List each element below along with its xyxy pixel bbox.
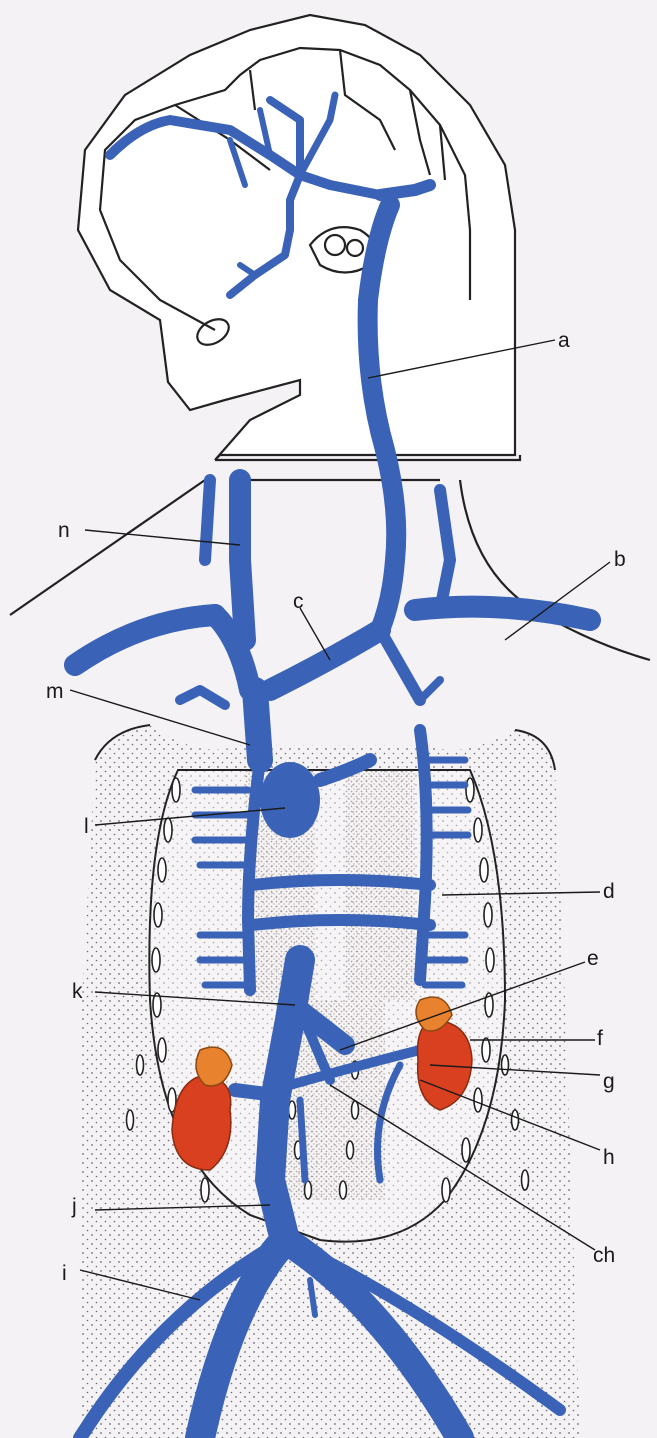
- label-a: a: [558, 329, 570, 352]
- head-outline: [78, 15, 520, 460]
- label-ch: ch: [593, 1244, 615, 1267]
- label-j: j: [71, 1195, 77, 1218]
- label-n: n: [58, 519, 70, 542]
- body-outline: [10, 480, 650, 660]
- label-l: l: [84, 815, 89, 838]
- label-k: k: [72, 980, 83, 1003]
- label-g: g: [603, 1070, 615, 1093]
- label-e: e: [587, 947, 599, 970]
- label-f: f: [597, 1027, 603, 1050]
- label-c: c: [293, 590, 304, 613]
- label-b: b: [614, 548, 626, 571]
- label-i: i: [62, 1262, 67, 1285]
- label-h: h: [603, 1146, 615, 1169]
- label-d: d: [603, 880, 615, 903]
- label-m: m: [46, 680, 64, 703]
